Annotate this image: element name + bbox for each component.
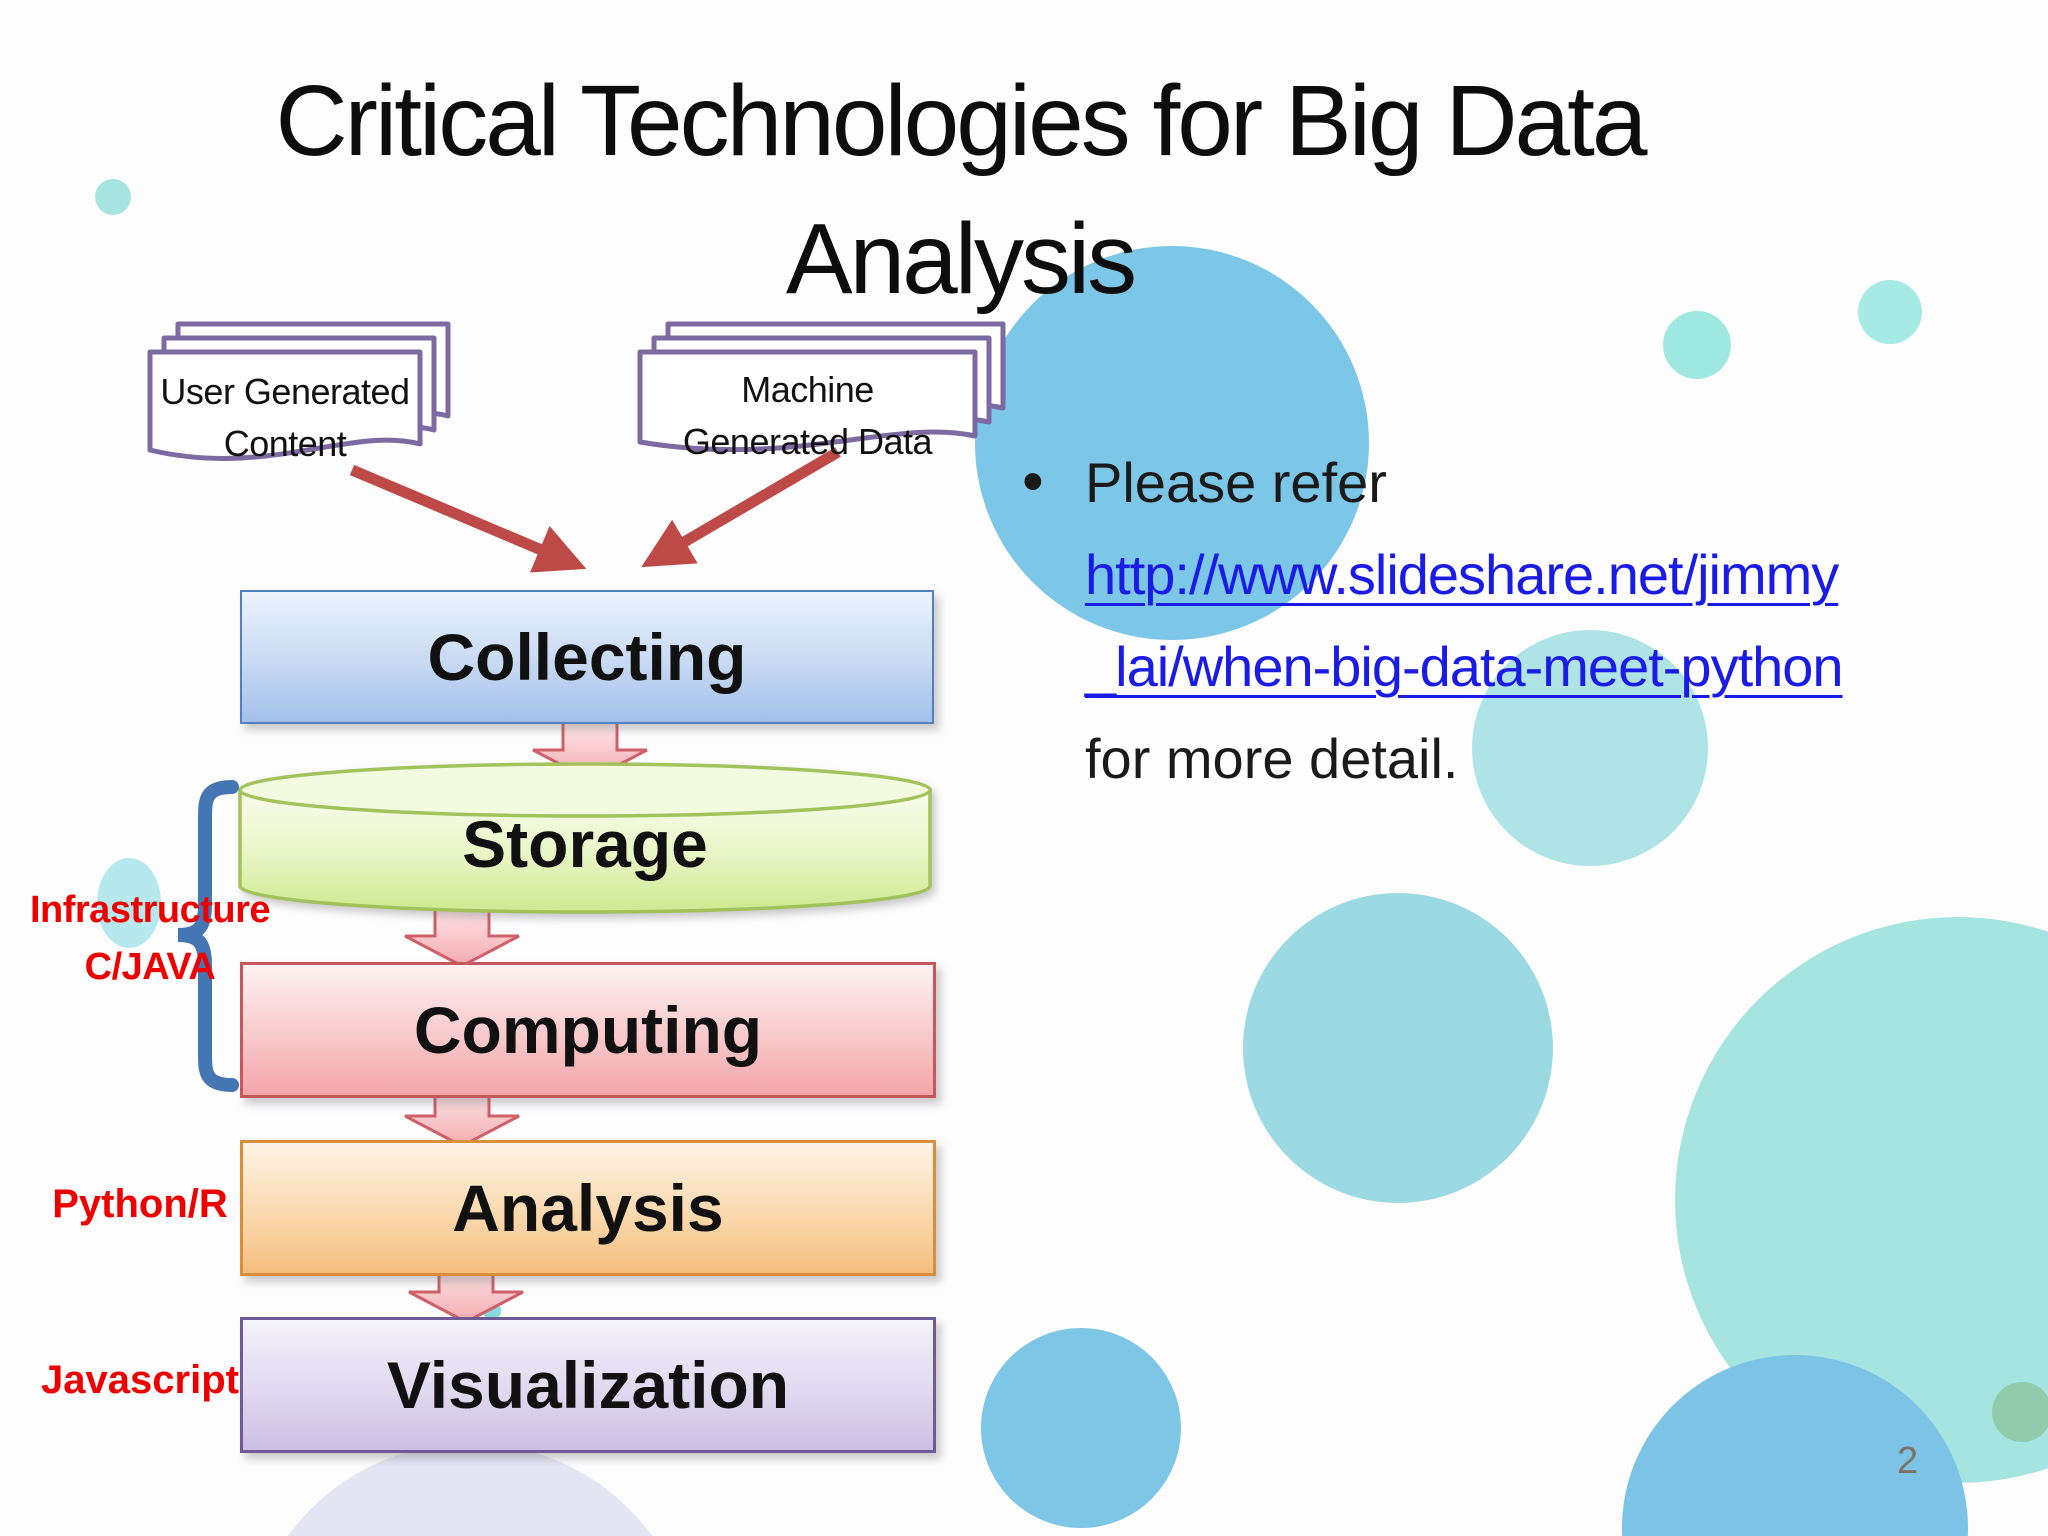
machine-generated-line1: Machine	[741, 369, 874, 410]
slideshare-link-line1[interactable]: http://www.slideshare.net/jimmy	[1085, 543, 1839, 606]
user-generated-line1: User Generated	[160, 371, 410, 412]
title-line-1: Critical Technologies for Big Data	[275, 65, 1647, 177]
stage-collecting: Collecting	[240, 590, 934, 724]
down-arrow-storage-computing	[404, 903, 520, 968]
annotation-infrastructure-line1: Infrastructure	[29, 889, 271, 931]
machine-generated-doc-shape	[637, 321, 1006, 453]
stage-computing: Computing	[240, 962, 936, 1098]
storage-cylinder	[238, 762, 932, 914]
down-arrow-computing-analysis	[404, 1088, 520, 1148]
note-link-line2: _lai/when-big-data-meet-python	[1085, 634, 1844, 699]
note-link-line1: http://www.slideshare.net/jimmy	[1085, 542, 1839, 607]
annotation-javascript-label: Javascript	[41, 1358, 239, 1402]
note-text-line2: for more detail.	[1085, 727, 1459, 790]
slide-title: Critical Technologies for Big Data Analy…	[0, 52, 1920, 328]
infrastructure-brace	[177, 780, 239, 1092]
machine-generated-line2: Generated Data	[682, 421, 933, 462]
slideshare-link-line2[interactable]: _lai/when-big-data-meet-python	[1085, 635, 1844, 698]
stage-collecting-label: Collecting	[427, 620, 747, 694]
bg-circle-top-right-1	[1663, 311, 1731, 379]
arrow-user-to-collecting	[349, 464, 587, 573]
stage-storage-label: Storage	[462, 807, 708, 881]
stage-analysis: Analysis	[240, 1140, 936, 1276]
user-generated-line2: Content	[223, 423, 347, 464]
bg-circle-top-left	[95, 179, 131, 215]
annotation-infrastructure-line2: C/JAVA	[84, 946, 216, 988]
annotation-python-r-label: Python/R	[52, 1182, 228, 1226]
annotation-python-r: Python/R	[20, 1182, 260, 1227]
annotation-infrastructure: Infrastructure C/JAVA	[15, 882, 285, 996]
bg-circle-bottom-center	[981, 1328, 1181, 1528]
machine-generated-doc-label: Machine Generated Data	[640, 364, 975, 468]
bg-circle-mid-right	[1472, 630, 1708, 866]
page-number: 2	[1897, 1440, 1919, 1482]
stage-visualization: Visualization	[240, 1317, 936, 1453]
bg-ellipse-infrastructure	[97, 858, 161, 948]
bg-circle-top-right-2	[1858, 280, 1922, 344]
stage-visualization-label: Visualization	[386, 1348, 790, 1422]
bg-circle-green-small	[1992, 1382, 2048, 1442]
annotation-javascript: Javascript	[20, 1358, 260, 1403]
title-line-2: Analysis	[785, 203, 1137, 315]
arrow-machine-to-collecting	[641, 447, 841, 568]
stage-storage: Storage	[240, 806, 930, 882]
note-bullet-glyph: •	[1022, 447, 1044, 516]
stage-analysis-label: Analysis	[452, 1171, 724, 1245]
user-generated-doc-label: User Generated Content	[150, 366, 420, 470]
stage-computing-label: Computing	[413, 993, 763, 1067]
bg-circle-behind-note	[975, 246, 1369, 640]
note-text-line1: Please refer	[1085, 451, 1387, 514]
bg-circle-teal-mid	[1243, 893, 1553, 1203]
user-generated-doc-shape	[147, 321, 451, 461]
